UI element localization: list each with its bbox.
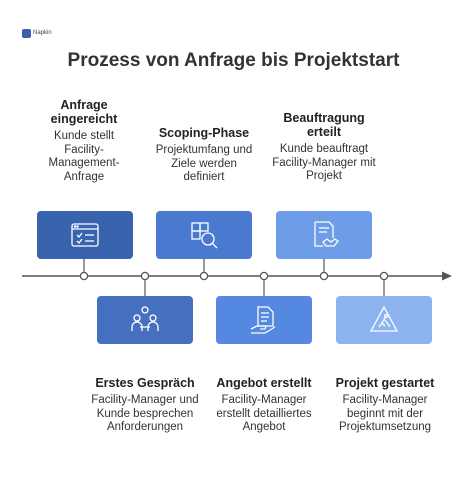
contract-handshake-icon — [314, 221, 339, 247]
step-5-title: Beauftragung erteilt — [283, 111, 365, 139]
node-3 — [199, 271, 209, 281]
step-4-label: Angebot erstellt Facility-Manager erstel… — [210, 376, 318, 435]
step-3-label: Scoping-Phase Projektumfang und Ziele we… — [152, 126, 256, 185]
logo-mark — [22, 29, 31, 38]
step-4-title: Angebot erstellt — [216, 376, 312, 390]
document-hand-icon — [250, 306, 276, 334]
step-2-label: Erstes Gespräch Facility-Manager und Kun… — [91, 376, 199, 435]
step-5-label: Beauftragung erteilt Kunde beauftragt Fa… — [270, 111, 378, 184]
logo-text: Napkin — [33, 30, 52, 36]
node-5 — [319, 271, 329, 281]
step-3-box — [156, 211, 252, 259]
logo: Napkin — [22, 28, 66, 40]
construction-sign-icon — [369, 305, 399, 332]
step-6-label: Projekt gestartet Facility-Manager begin… — [331, 376, 439, 435]
step-3-title: Scoping-Phase — [158, 126, 250, 140]
step-6-title: Projekt gestartet — [335, 376, 435, 390]
node-2 — [140, 271, 150, 281]
node-1 — [79, 271, 89, 281]
puzzle-magnifier-icon — [191, 222, 218, 249]
step-2-desc: Facility-Manager und Kunde besprechen An… — [91, 394, 199, 433]
step-6-desc: Facility-Manager beginnt mit der Projekt… — [338, 394, 432, 433]
node-6 — [379, 271, 389, 281]
step-5-desc: Kunde beauftragt Facility-Manager mit Pr… — [272, 143, 376, 182]
step-5-box — [276, 211, 372, 259]
step-6-box — [336, 296, 432, 344]
step-1-label: Anfrage eingereicht Kunde stellt Facilit… — [34, 98, 134, 184]
step-4-box — [216, 296, 312, 344]
people-discussion-icon — [131, 306, 159, 331]
browser-checklist-icon — [71, 223, 99, 247]
step-2-title: Erstes Gespräch — [95, 376, 195, 390]
node-4 — [259, 271, 269, 281]
step-1-box — [37, 211, 133, 259]
step-3-desc: Projektumfang und Ziele werden definiert — [155, 144, 253, 183]
step-1-desc: Kunde stellt Facility-Management-Anfrage — [48, 130, 120, 183]
step-4-desc: Facility-Manager erstellt detailliertes … — [216, 394, 312, 433]
timeline-arrowhead — [442, 271, 452, 281]
diagram-title: Prozess von Anfrage bis Projektstart — [67, 50, 400, 71]
step-2-box — [97, 296, 193, 344]
step-1-title: Anfrage eingereicht — [50, 98, 118, 126]
